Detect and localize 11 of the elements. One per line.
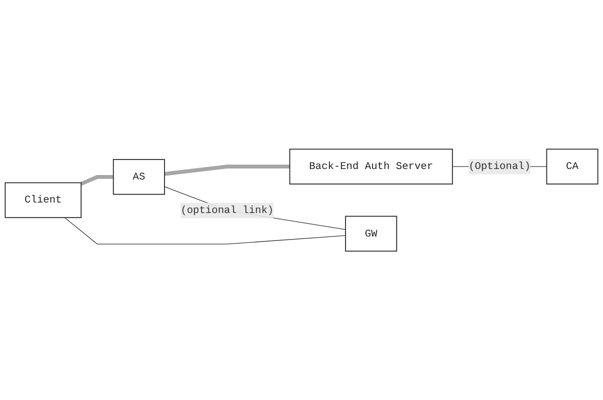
edge-label: (Optional) <box>468 160 531 172</box>
node-box: Back-End Auth Server <box>289 148 453 184</box>
node-box: AS <box>112 158 165 195</box>
node-box: GW <box>345 216 398 252</box>
connector <box>80 174 114 186</box>
node-box: Client <box>4 182 82 218</box>
connector <box>64 217 346 244</box>
edge-label: (optional link) <box>180 204 274 216</box>
connector <box>164 164 290 176</box>
connector <box>164 186 346 230</box>
node-box: CA <box>546 148 598 184</box>
